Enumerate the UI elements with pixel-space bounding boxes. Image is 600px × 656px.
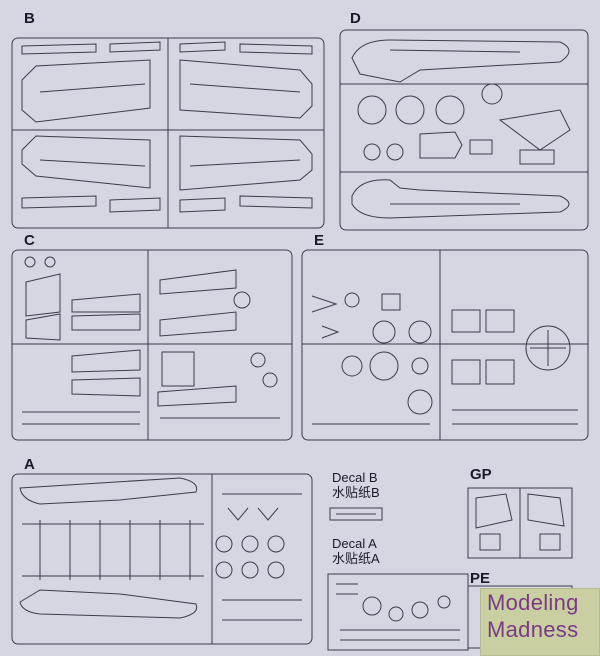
decal-b-title: Decal B (332, 470, 378, 485)
sprue-label-d: D (350, 10, 361, 27)
sprue-c-frame (11, 249, 293, 441)
modeling-madness-watermark: Modeling Madness (480, 588, 600, 656)
sprue-e-parts (311, 292, 578, 425)
sprue-a-parts (19, 477, 302, 621)
gp-frame (467, 487, 573, 559)
watermark-line1: Modeling (487, 590, 579, 615)
sprue-a-frame (11, 473, 313, 645)
decal-b-subtitle: 水贴纸B (332, 485, 380, 500)
decal-a-label: Decal A 水贴纸A (332, 536, 380, 566)
decal-b-sheet (329, 507, 383, 521)
decal-a-sheet (327, 573, 469, 651)
sprue-label-b: B (24, 10, 35, 27)
sprue-label-a: A (24, 456, 35, 473)
decal-b-label: Decal B 水贴纸B (332, 470, 380, 500)
sprue-d-parts (351, 39, 571, 219)
sprue-label-e: E (314, 232, 325, 249)
sprue-label-c: C (24, 232, 35, 249)
sprue-e-frame (301, 249, 589, 441)
sprue-b-frame (11, 37, 325, 229)
sprue-d-frame (339, 29, 589, 231)
sprue-b-parts (21, 41, 313, 213)
sprue-label-pe: PE (470, 570, 491, 587)
decal-a-subtitle: 水贴纸A (332, 551, 380, 566)
decal-a-title: Decal A (332, 536, 377, 551)
sprue-c-parts (22, 256, 280, 425)
watermark-line2: Madness (487, 617, 579, 642)
sprue-label-gp: GP (470, 466, 492, 483)
